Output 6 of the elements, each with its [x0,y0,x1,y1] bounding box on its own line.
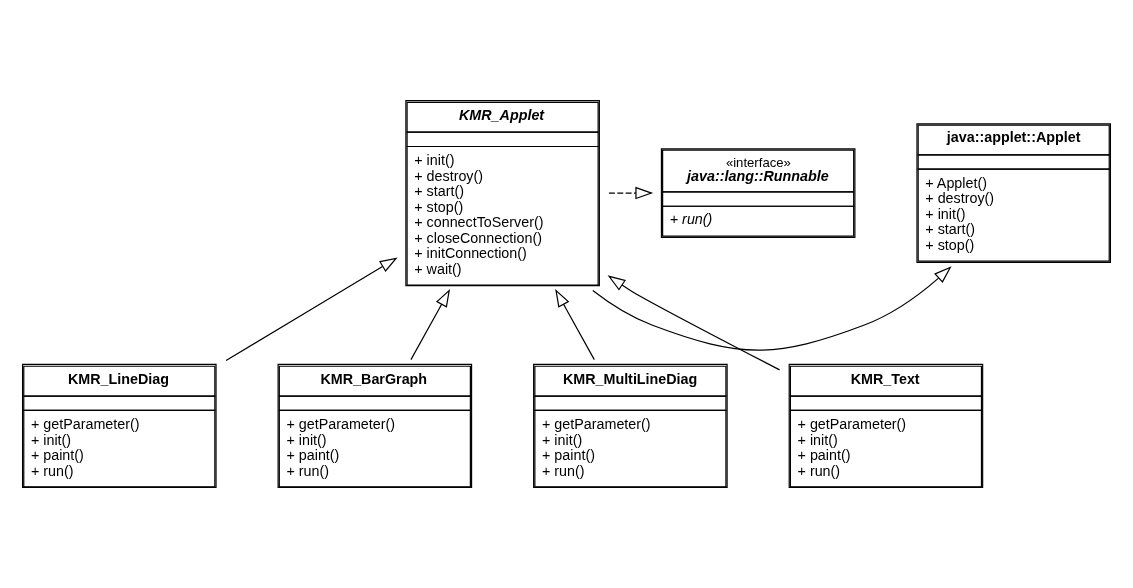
arrow [592,266,952,351]
arrow [607,275,781,371]
arrow [225,257,398,362]
arrow [555,289,595,361]
arrow [410,289,451,361]
arrow [608,186,654,200]
